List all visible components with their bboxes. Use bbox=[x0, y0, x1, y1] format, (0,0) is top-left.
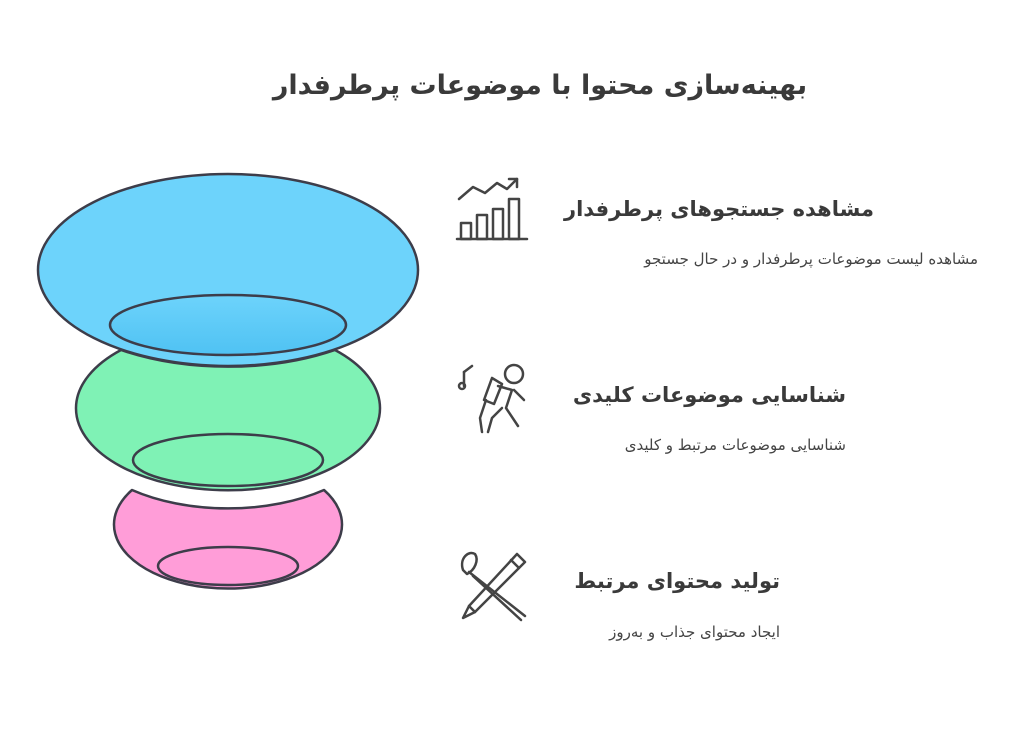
step-description: شناسایی موضوعات مرتبط و کلیدی bbox=[624, 436, 846, 454]
step-title: مشاهده جستجوهای پرطرفدار bbox=[564, 197, 874, 221]
step-view-trending: مشاهده جستجوهای پرطرفدار مشاهده لیست موض… bbox=[558, 194, 978, 270]
diagram-title: بهینه‌سازی محتوا با موضوعات پرطرفدار bbox=[272, 70, 808, 101]
funnel-layer-top-inner bbox=[108, 293, 348, 357]
step-title: تولید محتوای مرتبط bbox=[574, 569, 780, 593]
step-description: مشاهده لیست موضوعات پرطرفدار و در حال جس… bbox=[644, 250, 978, 268]
hiker-icon bbox=[457, 363, 526, 434]
step-identify-key-topics: شناسایی موضوعات کلیدی شناسایی موضوعات مر… bbox=[426, 380, 846, 456]
pen-brush-icon bbox=[460, 551, 527, 622]
step-title: شناسایی موضوعات کلیدی bbox=[572, 383, 846, 407]
funnel-layer-bottom-inner bbox=[156, 545, 300, 587]
funnel-layer-middle-inner bbox=[131, 432, 325, 488]
step-produce-content: تولید محتوای مرتبط ایجاد محتوای جذاب و ب… bbox=[360, 566, 780, 643]
step-description: ایجاد محتوای جذاب و به‌روز bbox=[609, 623, 780, 641]
trending-chart-icon bbox=[455, 177, 529, 241]
funnel-diagram bbox=[36, 172, 420, 590]
